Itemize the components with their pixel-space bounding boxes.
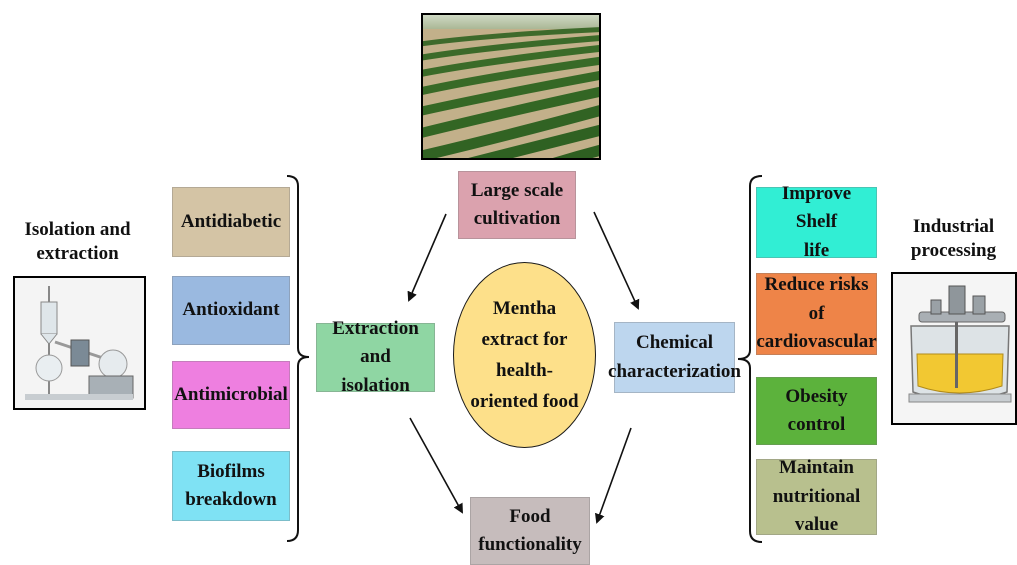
- rotary-evaporator-icon: [15, 278, 144, 408]
- antidiabetic-box: Antidiabetic: [172, 187, 290, 257]
- right-title: Industrial processing: [910, 216, 997, 261]
- left-title: Isolation and extraction: [24, 219, 131, 264]
- nutritional-value-box: Maintain nutritional value: [756, 457, 877, 535]
- reactor-vessel-icon: [893, 274, 1015, 423]
- left-brace: [286, 175, 310, 542]
- shelf-life-box: Improve Shelf life: [756, 183, 877, 261]
- antioxidant-box: Antioxidant: [172, 276, 290, 345]
- arrow-cultivation-to-extraction: [407, 213, 447, 302]
- biofilms-box: Biofilms breakdown: [172, 451, 290, 521]
- left-image-frame: [13, 276, 146, 410]
- field-photo-icon: [423, 15, 599, 158]
- center-oval: Mentha extract for health- oriented food: [453, 262, 596, 448]
- arrow-extraction-to-food: [409, 417, 463, 514]
- cultivation-box: Large scale cultivation: [458, 171, 576, 239]
- antimicrobial-box: Antimicrobial: [172, 361, 290, 429]
- cardiovascular-box: Reduce risks of cardiovascular: [756, 273, 877, 355]
- field-photo: [421, 13, 601, 160]
- food-functionality-box: Food functionality: [470, 497, 590, 565]
- chemical-characterization-box: Chemical characterization: [608, 322, 741, 393]
- arrow-chemical-to-food: [595, 427, 632, 524]
- arrow-cultivation-to-chemical: [593, 211, 640, 310]
- right-image-frame: [891, 272, 1017, 425]
- obesity-control-box: Obesity control: [756, 377, 877, 445]
- extraction-isolation-box: Extraction and isolation: [316, 318, 435, 396]
- right-brace: [737, 175, 763, 543]
